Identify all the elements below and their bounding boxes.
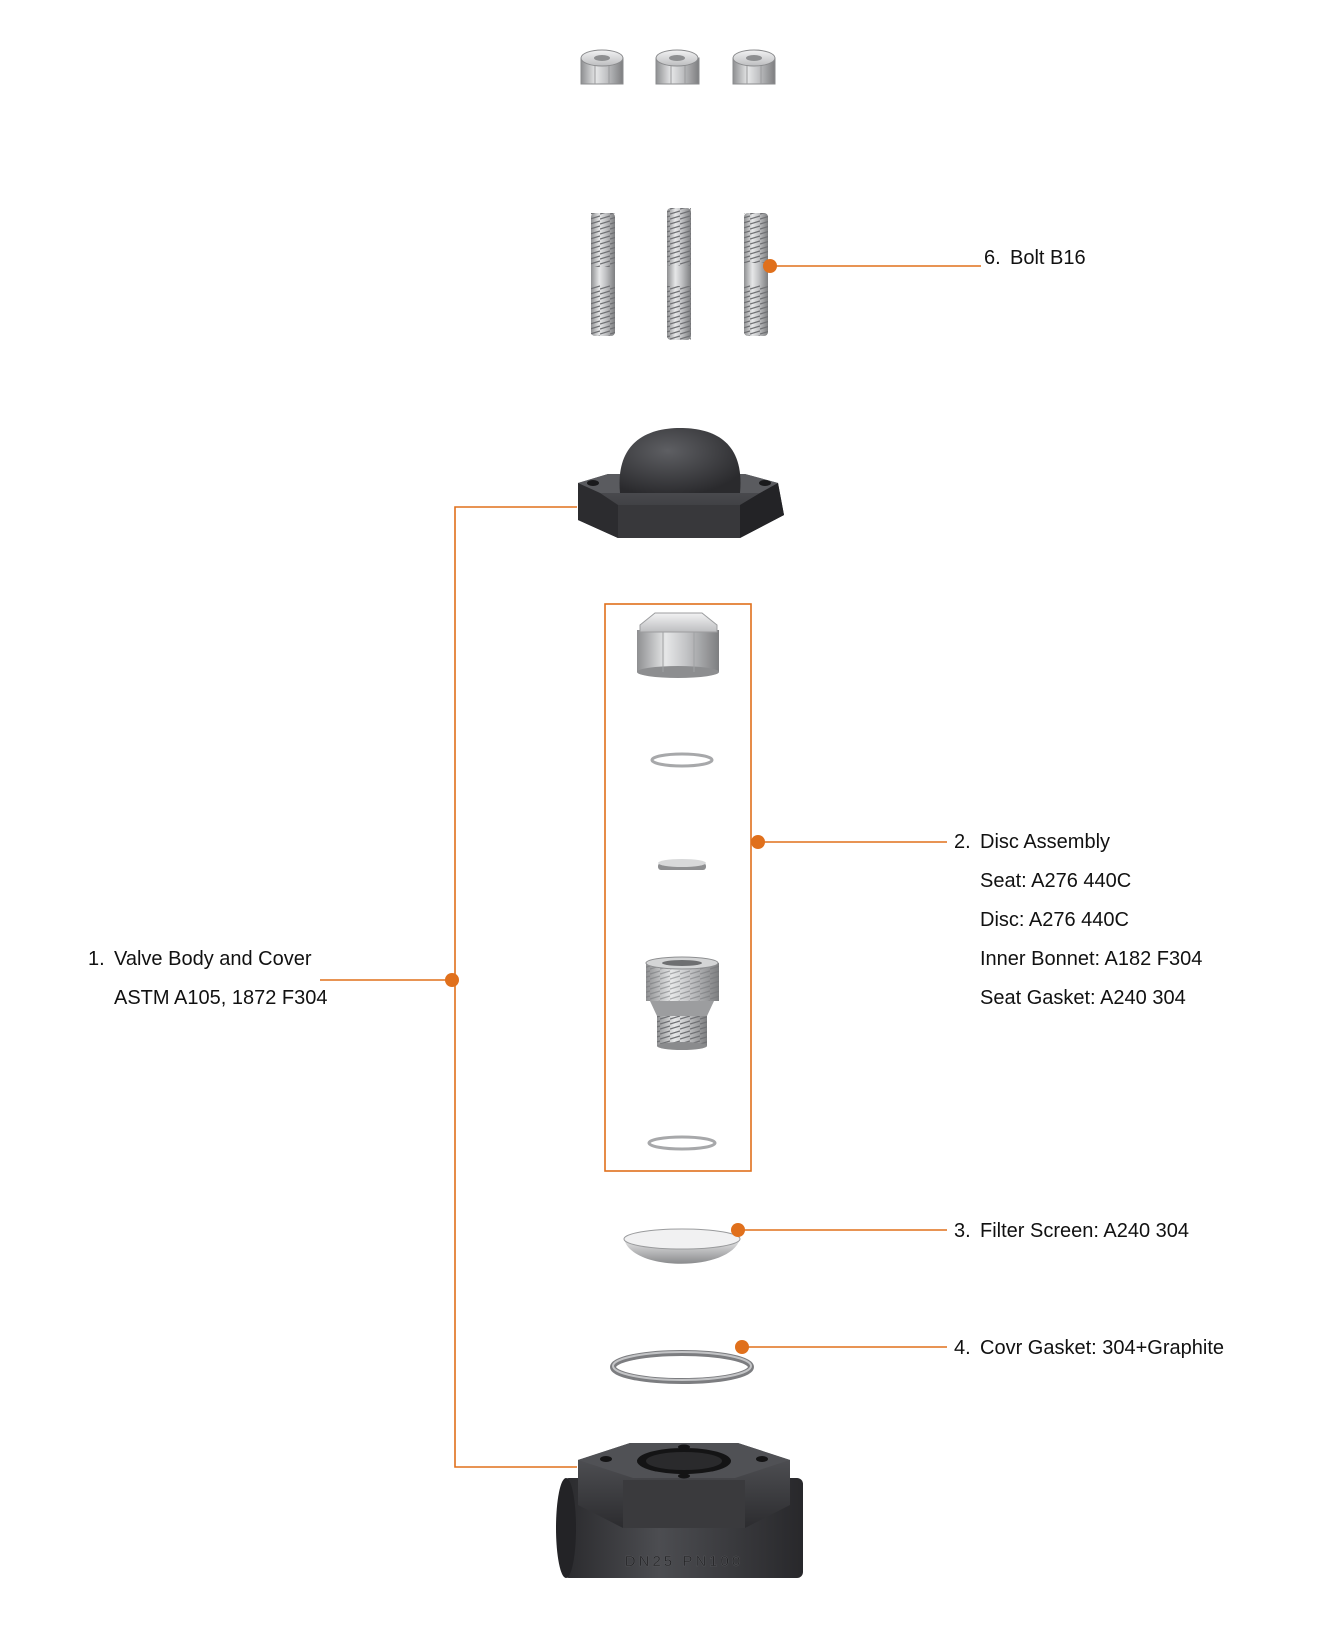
cover-gasket-icon xyxy=(610,1350,754,1384)
nut-icon xyxy=(732,49,776,85)
seat-gasket-icon xyxy=(647,1135,717,1151)
valve-body-icon: DN25 PN100 xyxy=(556,1443,803,1578)
callout-number: 1. xyxy=(88,948,105,970)
callout-detail-inner-bonnet: Inner Bonnet: A182 F304 xyxy=(980,948,1203,970)
callout-dot xyxy=(751,835,765,849)
callout-number: 3. xyxy=(954,1220,971,1242)
inner-bonnet-cap-icon xyxy=(637,612,719,678)
callout-title: Covr Gasket: 304+Graphite xyxy=(980,1337,1225,1359)
callout-dot xyxy=(735,1340,749,1354)
leader-line-part1 xyxy=(454,506,577,1468)
bolt-icon xyxy=(591,213,615,336)
body-marking: DN25 PN100 xyxy=(625,1553,743,1570)
callout-number: 6. xyxy=(984,247,1001,269)
callout-dot xyxy=(763,259,777,273)
callout-dot xyxy=(731,1223,745,1237)
callout-title: Valve Body and Cover xyxy=(114,948,312,970)
bolt-icon xyxy=(744,213,768,336)
seat-icon xyxy=(645,956,719,1050)
filter-screen-icon xyxy=(623,1228,741,1264)
callout-part2: 2. Disc Assembly Seat: A276 440C Disc: A2… xyxy=(954,832,1202,1008)
callout-detail-seat-gasket: Seat Gasket: A240 304 xyxy=(980,987,1186,1009)
valve-cover-icon xyxy=(578,428,784,538)
callout-detail-material: ASTM A105, 1872 F304 xyxy=(114,987,328,1009)
callout-detail-seat: Seat: A276 440C xyxy=(980,870,1132,892)
nut-icon xyxy=(580,49,624,85)
seat-gasket-icon xyxy=(650,752,714,768)
bolt-icon xyxy=(667,208,691,340)
nut-icon xyxy=(655,49,700,85)
callout-detail-disc: Disc: A276 440C xyxy=(980,909,1129,931)
disc-icon xyxy=(658,859,706,870)
callout-number: 4. xyxy=(954,1337,971,1359)
callout-part3: 3. Filter Screen: A240 304 xyxy=(954,1221,1189,1241)
callout-number: 2. xyxy=(954,831,971,853)
callout-title: Bolt B16 xyxy=(1010,247,1086,269)
callout-part1: 1. Valve Body and Cover ASTM A105, 1872 F… xyxy=(88,949,327,1008)
disc-assembly-frame xyxy=(604,603,752,1172)
callout-dot xyxy=(445,973,459,987)
callout-part6: 6. Bolt B16 xyxy=(984,248,1086,268)
callout-title: Filter Screen: A240 304 xyxy=(980,1220,1190,1242)
callout-part4: 4. Covr Gasket: 304+Graphite xyxy=(954,1338,1224,1358)
callout-title: Disc Assembly xyxy=(980,831,1111,853)
